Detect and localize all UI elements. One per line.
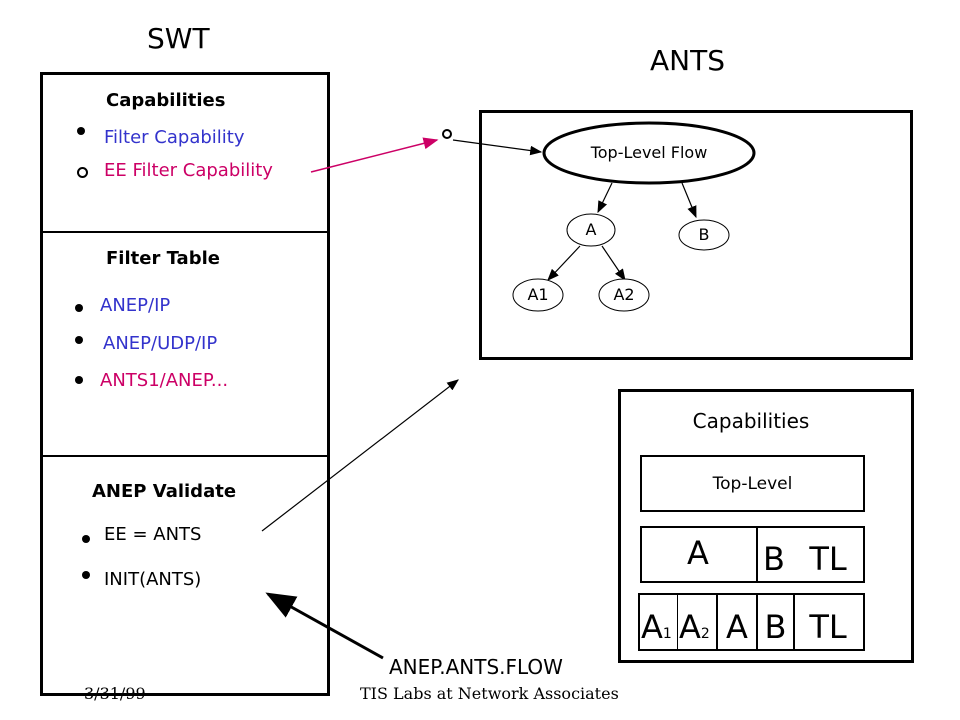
row2-a1-base: A xyxy=(641,608,663,646)
node-a-label: A xyxy=(585,220,597,239)
anep-ants-flow-label: ANEP.ANTS.FLOW xyxy=(389,655,563,679)
bullet-dot-icon xyxy=(82,571,90,579)
ee-filter-arrow xyxy=(310,137,439,173)
ants-title: ANTS xyxy=(650,44,725,77)
swt-capabilities-heading: Capabilities xyxy=(106,90,226,111)
row2-cell-a1: A1 xyxy=(641,608,672,646)
filter-capability-item: Filter Capability xyxy=(104,127,245,148)
top-level-box xyxy=(640,455,865,512)
row2-divider-1 xyxy=(677,593,678,651)
node-a1 xyxy=(512,278,564,312)
bullet-dot-icon xyxy=(75,336,83,344)
edge-a-a1 xyxy=(547,245,581,281)
top-level-label: Top-Level xyxy=(712,474,793,494)
row2-a2-base: A xyxy=(679,608,701,646)
swt-title: SWT xyxy=(147,22,210,55)
filter-table-heading: Filter Table xyxy=(106,248,220,269)
row2-divider-2 xyxy=(716,593,718,651)
filter-item-ants1-anep: ANTS1/ANEP... xyxy=(100,370,229,391)
edge-root-b xyxy=(681,182,697,219)
swt-panel xyxy=(40,72,330,696)
edge-root-a xyxy=(597,182,613,214)
node-a1-label: A1 xyxy=(527,285,549,304)
row2-cell-a2: A2 xyxy=(679,608,710,646)
anep-validate-heading: ANEP Validate xyxy=(92,481,237,502)
ants-capabilities-heading: Capabilities xyxy=(692,409,810,433)
row1-cell-tl: TL xyxy=(809,540,847,578)
node-a2-label: A2 xyxy=(613,285,635,304)
hollow-bullet-icon xyxy=(77,167,88,178)
ants-capabilities-panel xyxy=(618,389,914,663)
node-a xyxy=(566,213,616,247)
node-a2 xyxy=(598,278,650,312)
anep-to-ants-arrow xyxy=(261,379,459,532)
bullet-dot-icon xyxy=(75,376,83,384)
anep-item-ee-ants: EE = ANTS xyxy=(104,524,202,545)
row2-cell-a: A xyxy=(726,608,748,646)
capability-row-1 xyxy=(640,526,865,583)
flow-to-init-arrow xyxy=(265,592,384,660)
bullet-dot-icon xyxy=(82,535,90,543)
row2-cell-tl: TL xyxy=(809,608,847,646)
row1-cell-a: A xyxy=(687,534,709,572)
row1-cell-b: B xyxy=(763,540,785,578)
row2-a1-sub: 1 xyxy=(662,626,672,642)
row2-divider-3 xyxy=(756,593,758,651)
capability-row-2 xyxy=(638,593,865,651)
node-b xyxy=(678,219,730,251)
footer-org: TIS Labs at Network Associates xyxy=(360,684,619,703)
bullet-dot-icon xyxy=(75,304,83,312)
row2-a2-sub: 2 xyxy=(700,626,710,642)
row1-divider xyxy=(756,526,758,583)
swt-divider-2 xyxy=(43,455,327,457)
swt-divider-1 xyxy=(43,231,327,233)
filter-item-anep-udp-ip: ANEP/UDP/IP xyxy=(103,333,218,354)
ants-flow-panel xyxy=(479,110,913,360)
bullet-dot-icon xyxy=(77,127,85,135)
edge-a-a2 xyxy=(601,245,626,281)
row2-cell-b: B xyxy=(764,608,787,646)
node-b-label: B xyxy=(698,225,710,244)
hollow-circle-icon xyxy=(442,129,452,139)
row2-divider-4 xyxy=(793,593,795,651)
ee-filter-capability-item: EE Filter Capability xyxy=(104,160,273,181)
top-level-flow-node xyxy=(542,121,756,185)
circle-to-flow-arrow xyxy=(452,139,543,156)
anep-item-init-ants: INIT(ANTS) xyxy=(104,569,202,590)
top-level-flow-label: Top-Level Flow xyxy=(590,143,708,162)
filter-item-anep-ip: ANEP/IP xyxy=(100,295,171,316)
footer-date: 3/31/99 xyxy=(84,684,146,703)
